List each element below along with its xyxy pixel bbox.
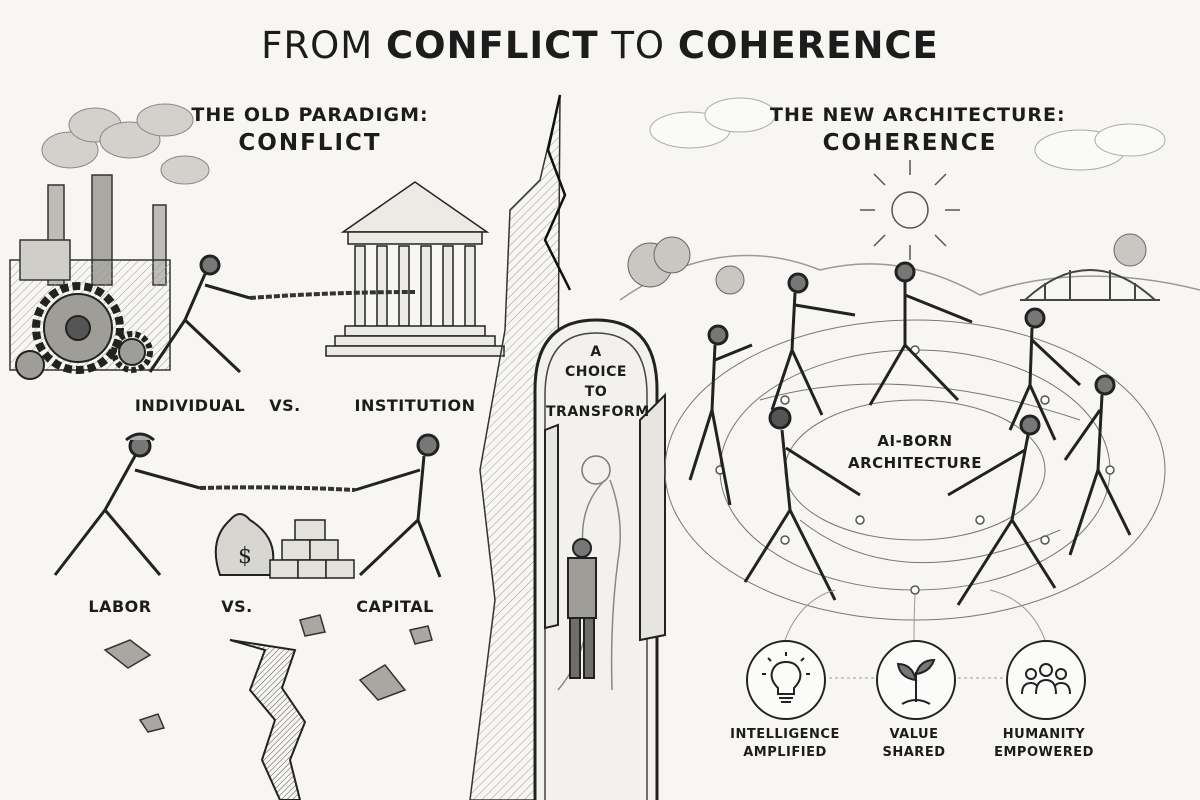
icon-label-line: HUMANITY: [1002, 727, 1086, 742]
rubble: [103, 614, 433, 733]
intelligence-amplified-label: INTELLIGENCE AMPLIFIED: [725, 726, 845, 762]
person-figure: [868, 261, 973, 406]
cracked-ground: [229, 639, 307, 800]
title-word-coherence: COHERENCE: [677, 24, 939, 67]
people-circle: [688, 261, 1132, 606]
conflict-heading: CONFLICT: [238, 130, 382, 156]
circle-label-line: AI-BORN: [877, 432, 953, 450]
individual-label: INDIVIDUAL: [134, 396, 246, 415]
person-figure: [743, 406, 861, 601]
cloud-icon: [649, 97, 1166, 171]
person-figure: [688, 324, 753, 506]
page-title: FROM CONFLICT TO COHERENCE: [0, 24, 1200, 67]
new-architecture-heading: THE NEW ARCHITECTURE:: [770, 104, 1066, 126]
capital-label: CAPITAL: [356, 597, 434, 616]
person-at-gate-figure: [567, 538, 597, 679]
network-nodes: [715, 345, 1115, 595]
gate-caption-line: TO: [584, 384, 608, 400]
humanity-empowered-label: HUMANITY EMPOWERED: [984, 726, 1104, 762]
rope: [249, 290, 416, 300]
gear-icon: [15, 282, 153, 380]
person-figure: [770, 272, 856, 416]
labor-figure: [53, 432, 201, 576]
svg-text:$: $: [238, 544, 252, 569]
bridge-icon: [1020, 269, 1160, 301]
tree-icon: [627, 233, 1147, 295]
smoke-icon: [41, 103, 210, 185]
icon-label-line: SHARED: [882, 745, 946, 760]
icon-label-line: INTELLIGENCE: [730, 727, 840, 742]
gate: [533, 318, 666, 800]
capital-figure: [354, 433, 442, 578]
title-middle: TO: [611, 24, 666, 67]
coherence-heading: COHERENCE: [822, 130, 998, 156]
gate-caption-line: A: [590, 344, 602, 360]
vs-label: VS.: [221, 597, 253, 616]
blocks-icon: [269, 519, 355, 579]
icon-label-line: EMPOWERED: [994, 745, 1094, 760]
money-bag-icon: $: [214, 513, 275, 576]
labor-label: LABOR: [88, 597, 152, 616]
rope: [199, 485, 356, 492]
vs-label: VS.: [269, 396, 301, 415]
institution-label: INSTITUTION: [354, 396, 476, 415]
sun-icon: [860, 160, 960, 260]
lightbulb-icon: [746, 640, 826, 720]
gate-caption-line: CHOICE: [565, 364, 627, 380]
old-paradigm-scene: $: [9, 103, 505, 800]
person-figure: [1008, 307, 1082, 441]
gate-caption-line: TRANSFORM: [546, 404, 650, 420]
title-word-conflict: CONFLICT: [385, 24, 599, 67]
sprout-icon: [876, 640, 956, 720]
gate-caption: A CHOICE TO TRANSFORM: [546, 342, 650, 422]
individual-figure: [148, 254, 251, 374]
person-figure: [1063, 374, 1132, 556]
ai-born-architecture-label: AI-BORN ARCHITECTURE: [845, 430, 985, 474]
title-prefix: FROM: [261, 24, 374, 67]
new-architecture-scene: [619, 97, 1200, 679]
old-paradigm-heading: THE OLD PARADIGM:: [191, 104, 429, 126]
person-figure: [947, 414, 1057, 606]
sun-icon: [581, 455, 611, 485]
icon-connectors: [784, 589, 1046, 679]
icon-label-line: AMPLIFIED: [743, 745, 827, 760]
value-shared-label: VALUE SHARED: [854, 726, 974, 762]
people-icon: [1006, 640, 1086, 720]
institution-building-icon: [325, 181, 505, 357]
icon-label-line: VALUE: [889, 727, 939, 742]
circle-label-line: ARCHITECTURE: [848, 454, 982, 472]
